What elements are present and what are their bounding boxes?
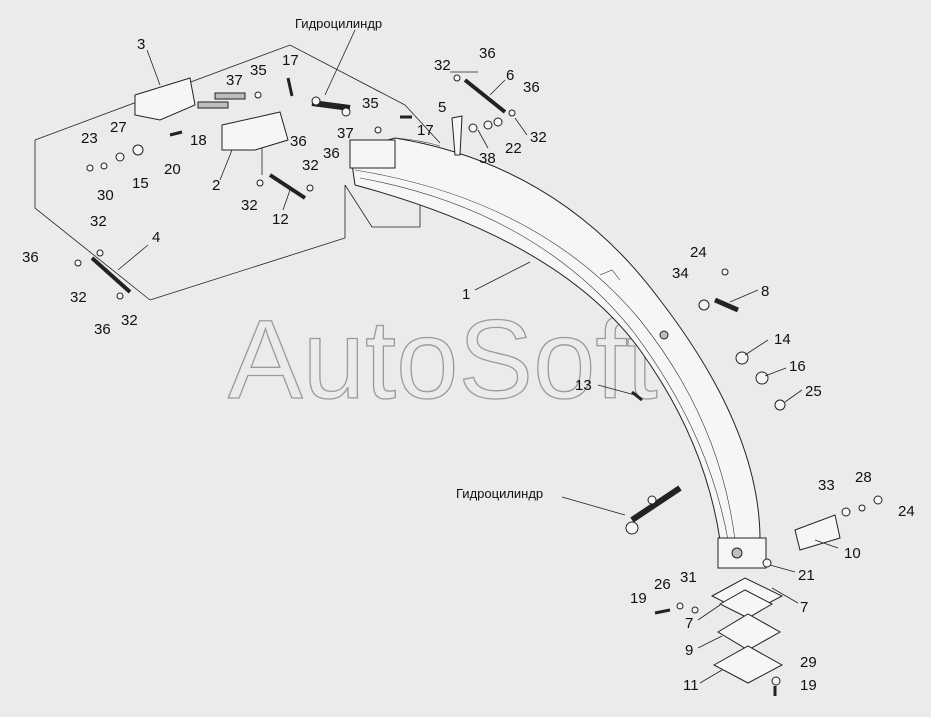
label-36: 36 (290, 133, 307, 150)
plate-part-10 (794, 514, 841, 551)
hydraulic-cylinder-top (311, 96, 351, 117)
label-7: 7 (685, 615, 693, 632)
label-12: 12 (272, 211, 289, 228)
label-28: 28 (855, 469, 872, 486)
label-22: 22 (505, 140, 522, 157)
label-17: 17 (417, 122, 434, 139)
label-1: 1 (462, 286, 470, 303)
label-32: 32 (530, 129, 547, 146)
label-16: 16 (789, 358, 806, 375)
label-13: 13 (575, 377, 592, 394)
label-21: 21 (798, 567, 815, 584)
label-32: 32 (70, 289, 87, 306)
label-11: 11 (683, 677, 699, 694)
label-32: 32 (121, 312, 138, 329)
label-35: 35 (250, 62, 267, 79)
label-18: 18 (190, 132, 207, 149)
bracket-part-2 (221, 111, 289, 151)
label-37: 37 (337, 125, 354, 142)
label-32: 32 (434, 57, 451, 74)
label-23: 23 (81, 130, 98, 147)
label-37: 37 (226, 72, 243, 89)
label-26: 26 (654, 576, 671, 593)
label-33: 33 (818, 477, 835, 494)
caption-hydraulic-cylinder-top: Гидроцилиндр (295, 16, 382, 31)
label-3: 3 (137, 36, 145, 53)
label-5: 5 (438, 99, 446, 116)
label-9: 9 (685, 642, 693, 659)
label-36: 36 (22, 249, 39, 266)
part-number-labels: 3 17 37 35 32 36 6 36 35 5 37 17 32 38 2… (22, 36, 915, 694)
bracket-part-3 (134, 77, 196, 121)
label-32: 32 (302, 157, 319, 174)
label-25: 25 (805, 383, 822, 400)
label-19: 19 (800, 677, 817, 694)
springs-part-18 (197, 92, 246, 109)
label-36: 36 (479, 45, 496, 62)
fasteners (74, 74, 883, 686)
caption-hydraulic-cylinder-bottom: Гидроцилиндр (456, 486, 543, 501)
label-17: 17 (282, 52, 299, 69)
label-32: 32 (90, 213, 107, 230)
hydraulic-cylinder-bottom (625, 485, 682, 535)
gaskets-7-9-11 (710, 577, 784, 684)
label-36: 36 (94, 321, 111, 338)
label-36: 36 (523, 79, 540, 96)
label-14: 14 (774, 331, 791, 348)
label-8: 8 (761, 283, 769, 300)
label-34: 34 (672, 265, 689, 282)
label-15: 15 (132, 175, 149, 192)
label-20: 20 (164, 161, 181, 178)
label-4: 4 (152, 229, 160, 246)
label-27: 27 (110, 119, 127, 136)
label-29: 29 (800, 654, 817, 671)
label-10: 10 (844, 545, 861, 562)
label-19: 19 (630, 590, 647, 607)
label-36: 36 (323, 145, 340, 162)
watermark: AutoSoft (228, 297, 658, 422)
label-35: 35 (362, 95, 379, 112)
boom-part-1 (349, 137, 767, 569)
assembly-frame-lines (34, 44, 441, 301)
leader-lines (117, 29, 839, 684)
label-31: 31 (680, 569, 697, 586)
plate-part-5 (451, 115, 463, 156)
label-32: 32 (241, 197, 258, 214)
label-24: 24 (898, 503, 915, 520)
label-38: 38 (479, 150, 496, 167)
label-6: 6 (506, 67, 514, 84)
bolts (169, 77, 777, 696)
label-24: 24 (690, 244, 707, 261)
rods (90, 78, 739, 313)
label-30: 30 (97, 187, 114, 204)
label-2: 2 (212, 177, 220, 194)
label-7: 7 (800, 599, 808, 616)
